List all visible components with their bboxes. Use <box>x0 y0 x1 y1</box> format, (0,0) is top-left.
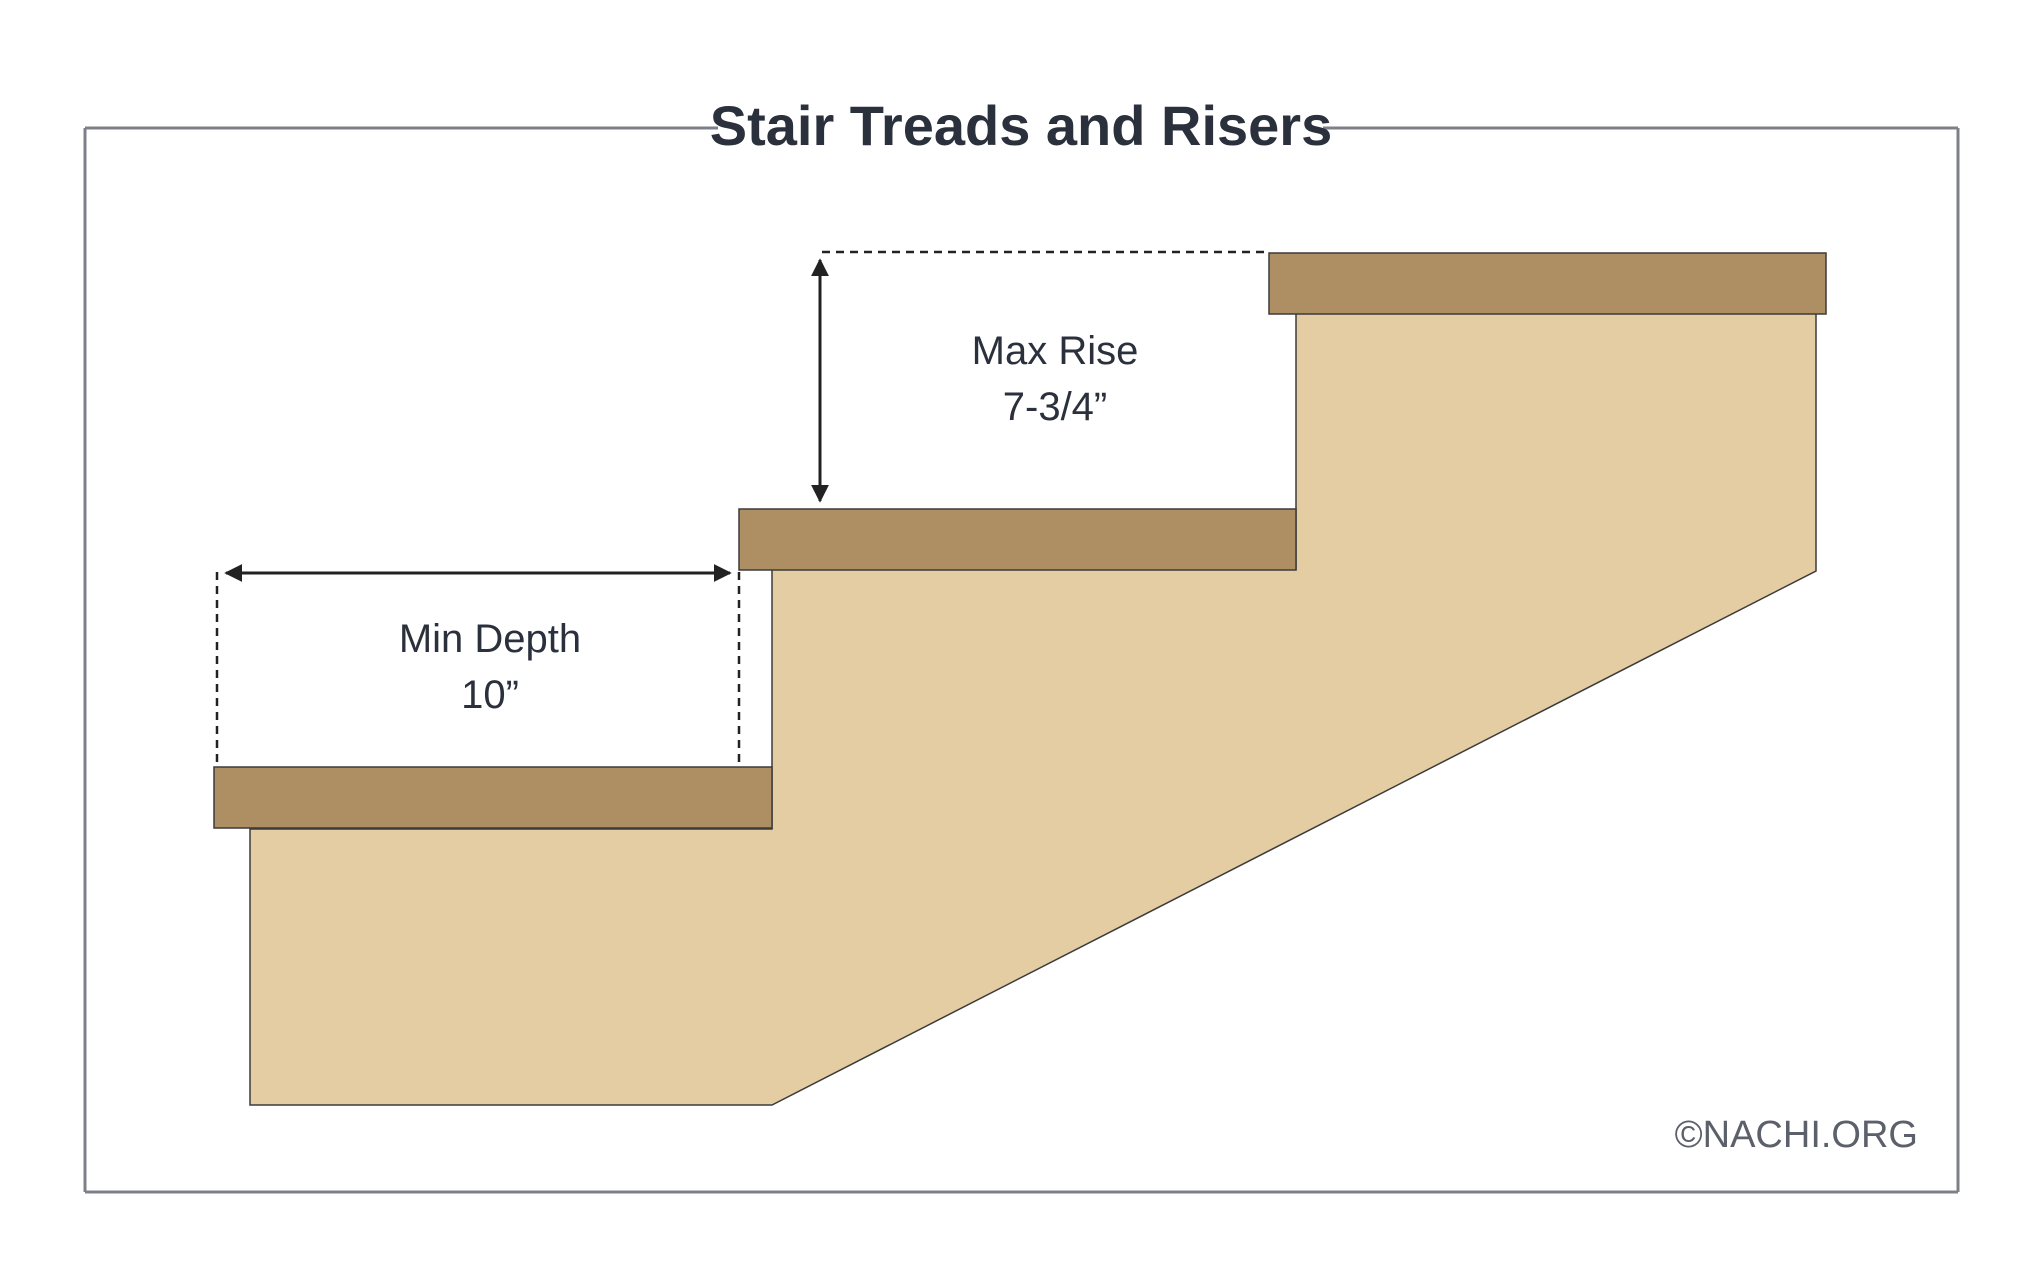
copyright-credit: ©NACHI.ORG <box>1675 1114 1918 1156</box>
diagram-title: Stair Treads and Risers <box>710 94 1333 157</box>
min-depth-dimension <box>215 564 741 766</box>
tread-middle <box>738 508 1297 571</box>
min-depth-label: Min Depth <box>399 617 581 661</box>
tread-bottom <box>213 766 773 829</box>
tread-top <box>1268 252 1827 315</box>
max-rise-label: Max Rise <box>972 329 1139 373</box>
frame-border <box>83 126 1960 1194</box>
max-rise-dimension <box>811 250 1269 503</box>
min-depth-value: 10” <box>461 673 519 717</box>
max-rise-value: 7-3/4” <box>1003 385 1108 429</box>
